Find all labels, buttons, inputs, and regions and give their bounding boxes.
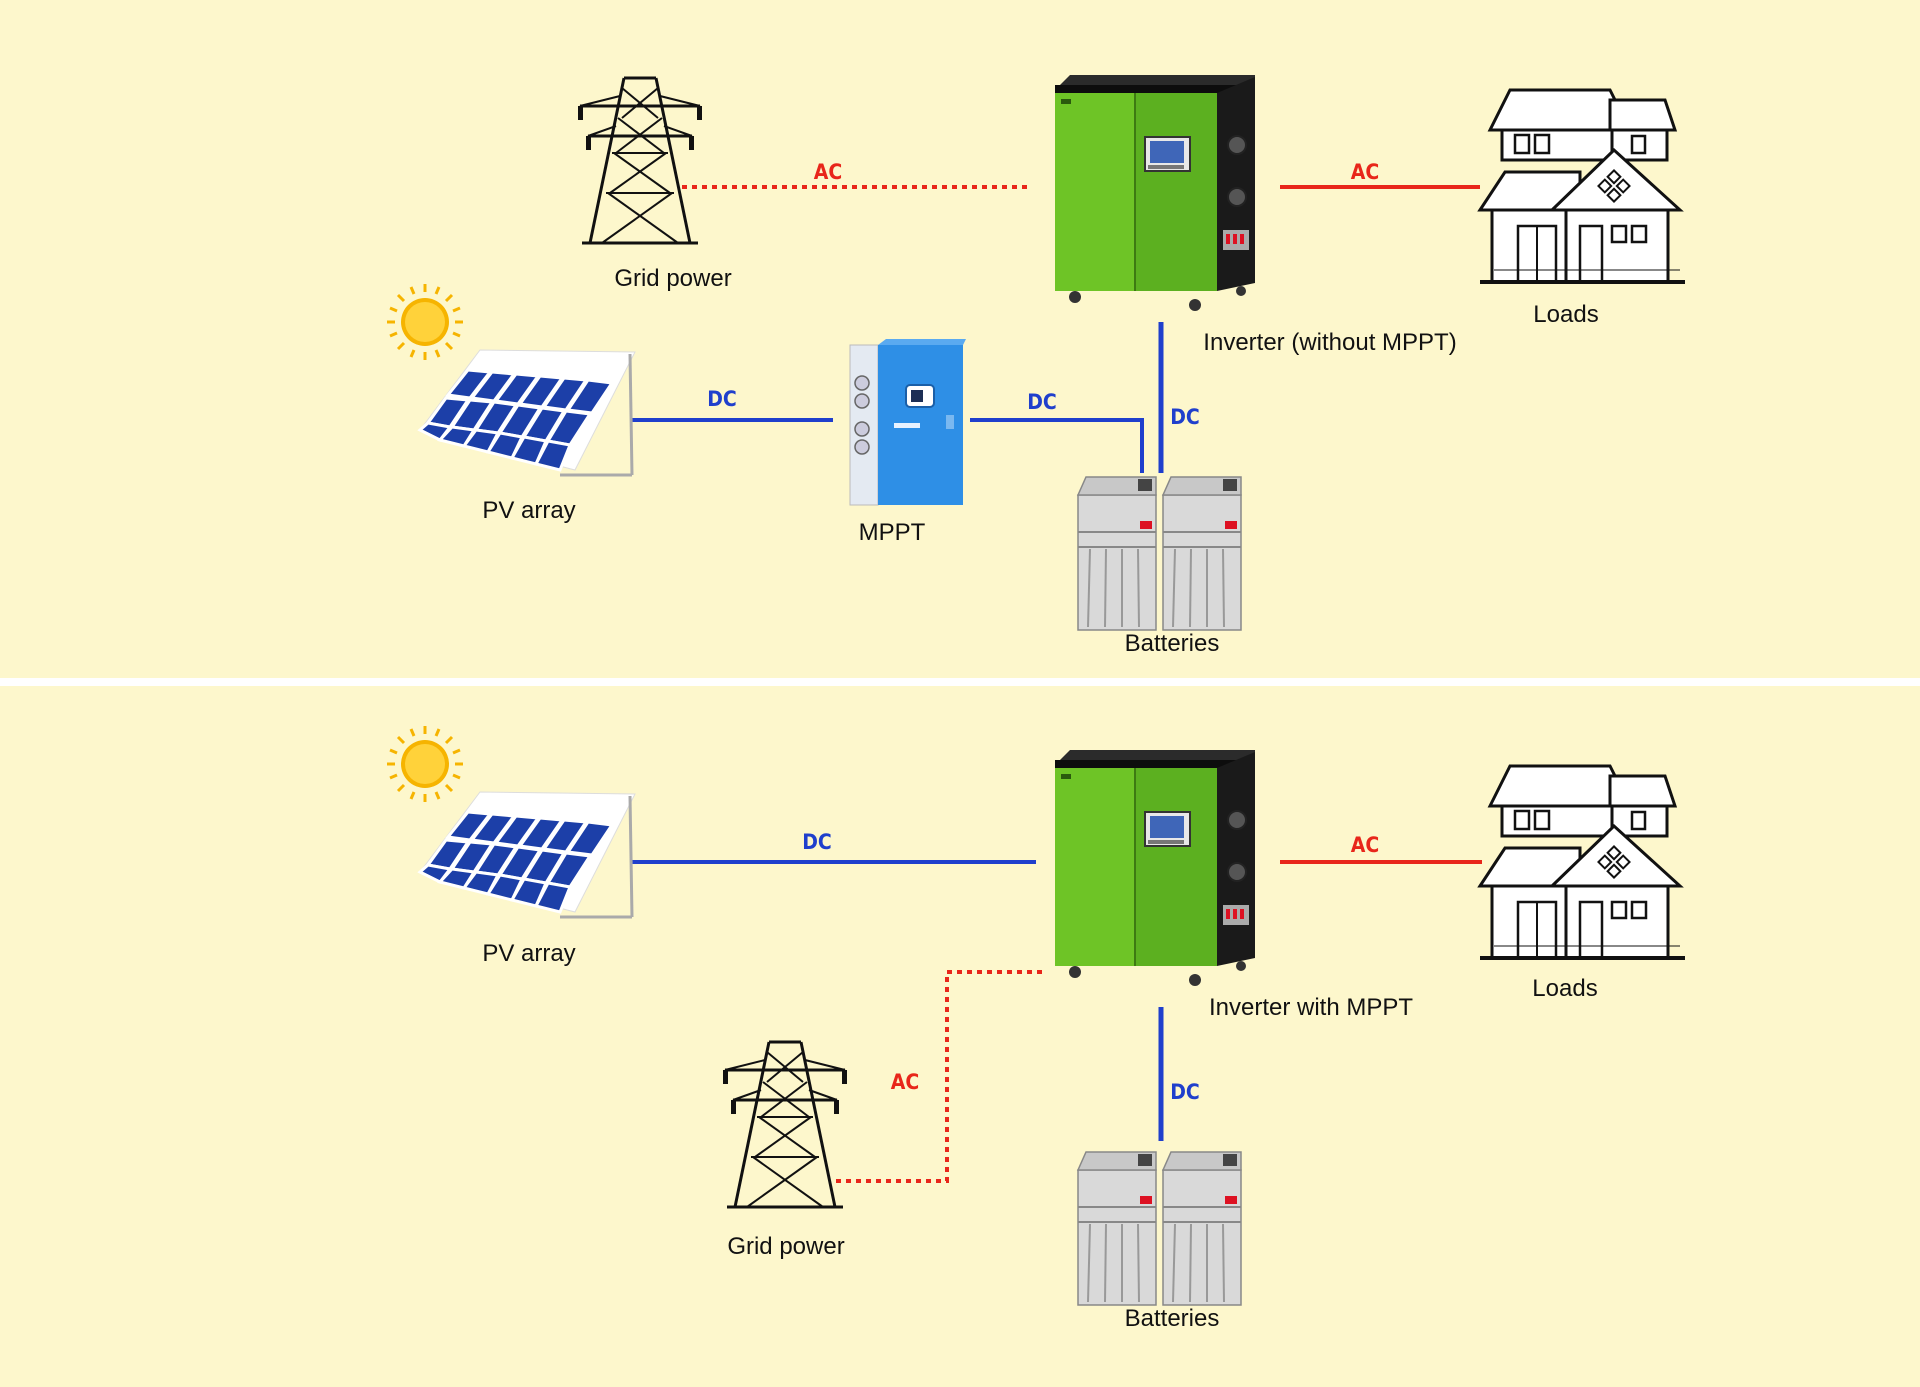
top-battery-2 [1162, 476, 1242, 631]
bottom-inverter [1054, 749, 1256, 987]
bottom-dc-label-pv: DC [802, 830, 832, 854]
bottom-pv-label: PV array [482, 940, 575, 967]
top-inverter [1054, 74, 1256, 312]
top-house-icon [1478, 88, 1687, 284]
top-grid-label: Grid power [614, 265, 731, 292]
bottom-batteries-label: Batteries [1125, 1305, 1220, 1332]
bottom-battery-2 [1162, 1151, 1242, 1306]
bottom-battery-1 [1077, 1151, 1157, 1306]
top-wires [632, 185, 1480, 473]
bottom-loads-label: Loads [1532, 975, 1597, 1002]
top-ac-label-loads: AC [1351, 160, 1380, 184]
top-dc-label-mppt: DC [1027, 390, 1057, 414]
panel-separator [0, 678, 1920, 686]
bottom-house-icon [1478, 764, 1687, 960]
top-wire-mppt-battery [970, 418, 1144, 473]
bottom-wires [632, 860, 1482, 1183]
top-mppt-label: MPPT [859, 519, 926, 546]
top-dc-label-pv: DC [707, 387, 737, 411]
top-battery-1 [1077, 476, 1157, 631]
top-dc-label-battery: DC [1170, 405, 1200, 429]
bottom-dc-label-battery: DC [1170, 1080, 1200, 1104]
top-pv-label: PV array [482, 497, 575, 524]
top-inverter-label: Inverter (without MPPT) [1203, 329, 1456, 356]
top-ac-label-grid: AC [814, 160, 843, 184]
top-loads-label: Loads [1533, 301, 1598, 328]
top-batteries-label: Batteries [1125, 630, 1220, 657]
bottom-ac-label-grid: AC [891, 1070, 920, 1094]
top-mppt-controller [849, 338, 967, 506]
bottom-grid-label: Grid power [727, 1233, 844, 1260]
bottom-inverter-label: Inverter with MPPT [1209, 994, 1413, 1021]
bottom-ac-label-loads: AC [1351, 833, 1380, 857]
